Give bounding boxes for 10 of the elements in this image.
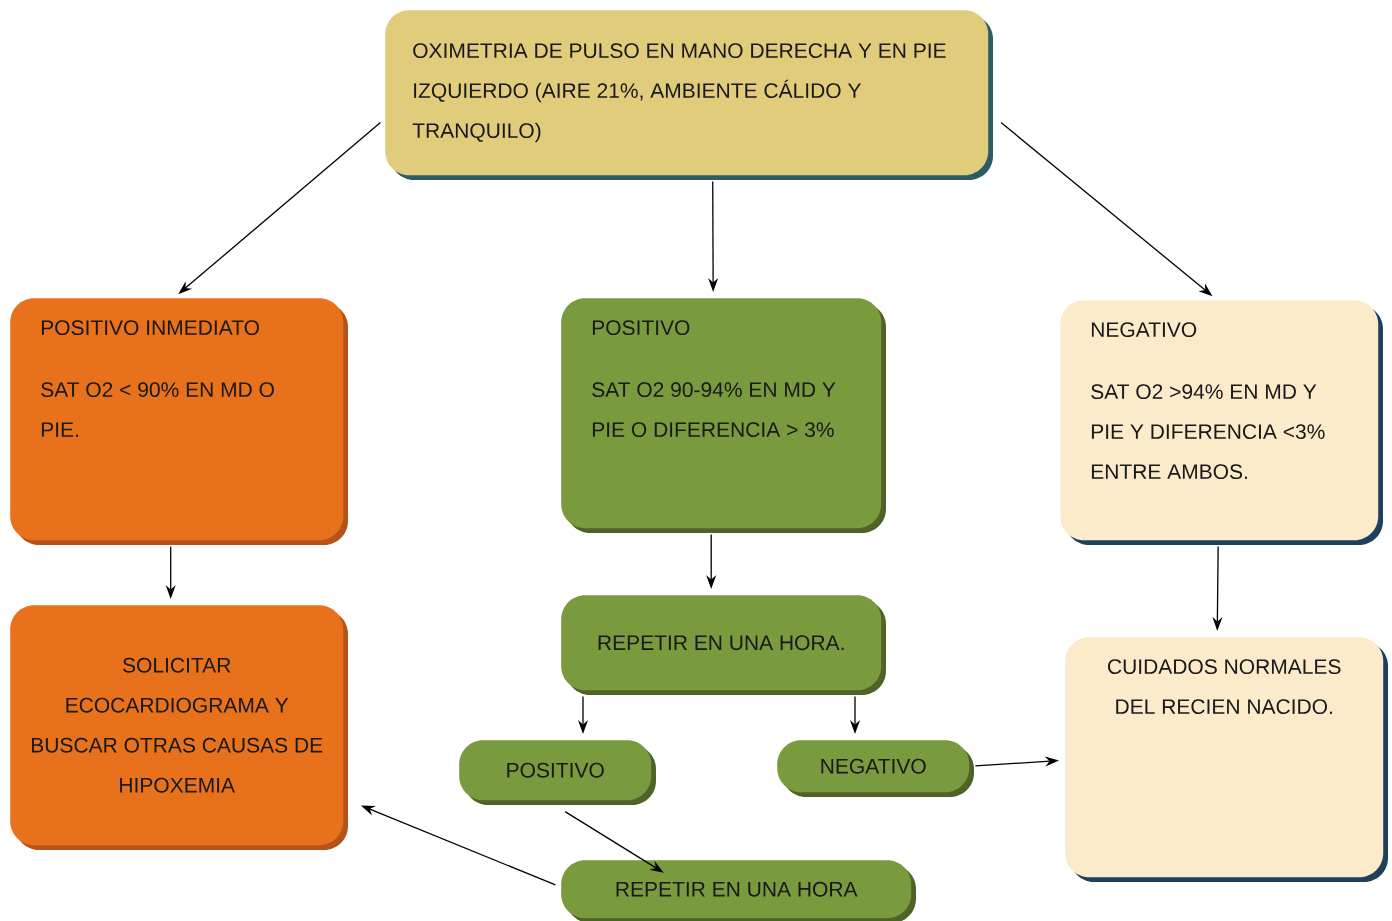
flow-box: OXIMETRIA DE PULSO EN MANO DERECHA Y EN PIE IZQUIERDO (AIRE 21%, AMBIENTE CÁLIDO Y TRANQUILO) bbox=[385, 10, 993, 180]
flow-box: POSITIVO bbox=[459, 740, 656, 805]
flow-box: REPETIR EN UNA HORA. bbox=[561, 595, 886, 695]
flow-box: POSITIVO SAT O2 90-94% EN MD Y PIE O DIFERENCIA > 3% bbox=[561, 298, 886, 533]
flow-box: POSITIVO INMEDIATO SAT O2 < 90% EN MD O PIE. bbox=[10, 298, 348, 545]
flow-box: SOLICITAR ECOCARDIOGRAMA Y BUSCAR OTRAS CAUSAS DE HIPOXEMIA bbox=[10, 605, 348, 850]
flow-box: NEGATIVO bbox=[777, 740, 974, 797]
flow-box: NEGATIVO SAT O2 >94% EN MD Y PIE Y DIFERENCIA <3% ENTRE AMBOS. bbox=[1060, 300, 1383, 545]
flow-box: REPETIR EN UNA HORA bbox=[561, 860, 916, 921]
flow-box: CUIDADOS NORMALES DEL RECIEN NACIDO. bbox=[1065, 637, 1388, 882]
